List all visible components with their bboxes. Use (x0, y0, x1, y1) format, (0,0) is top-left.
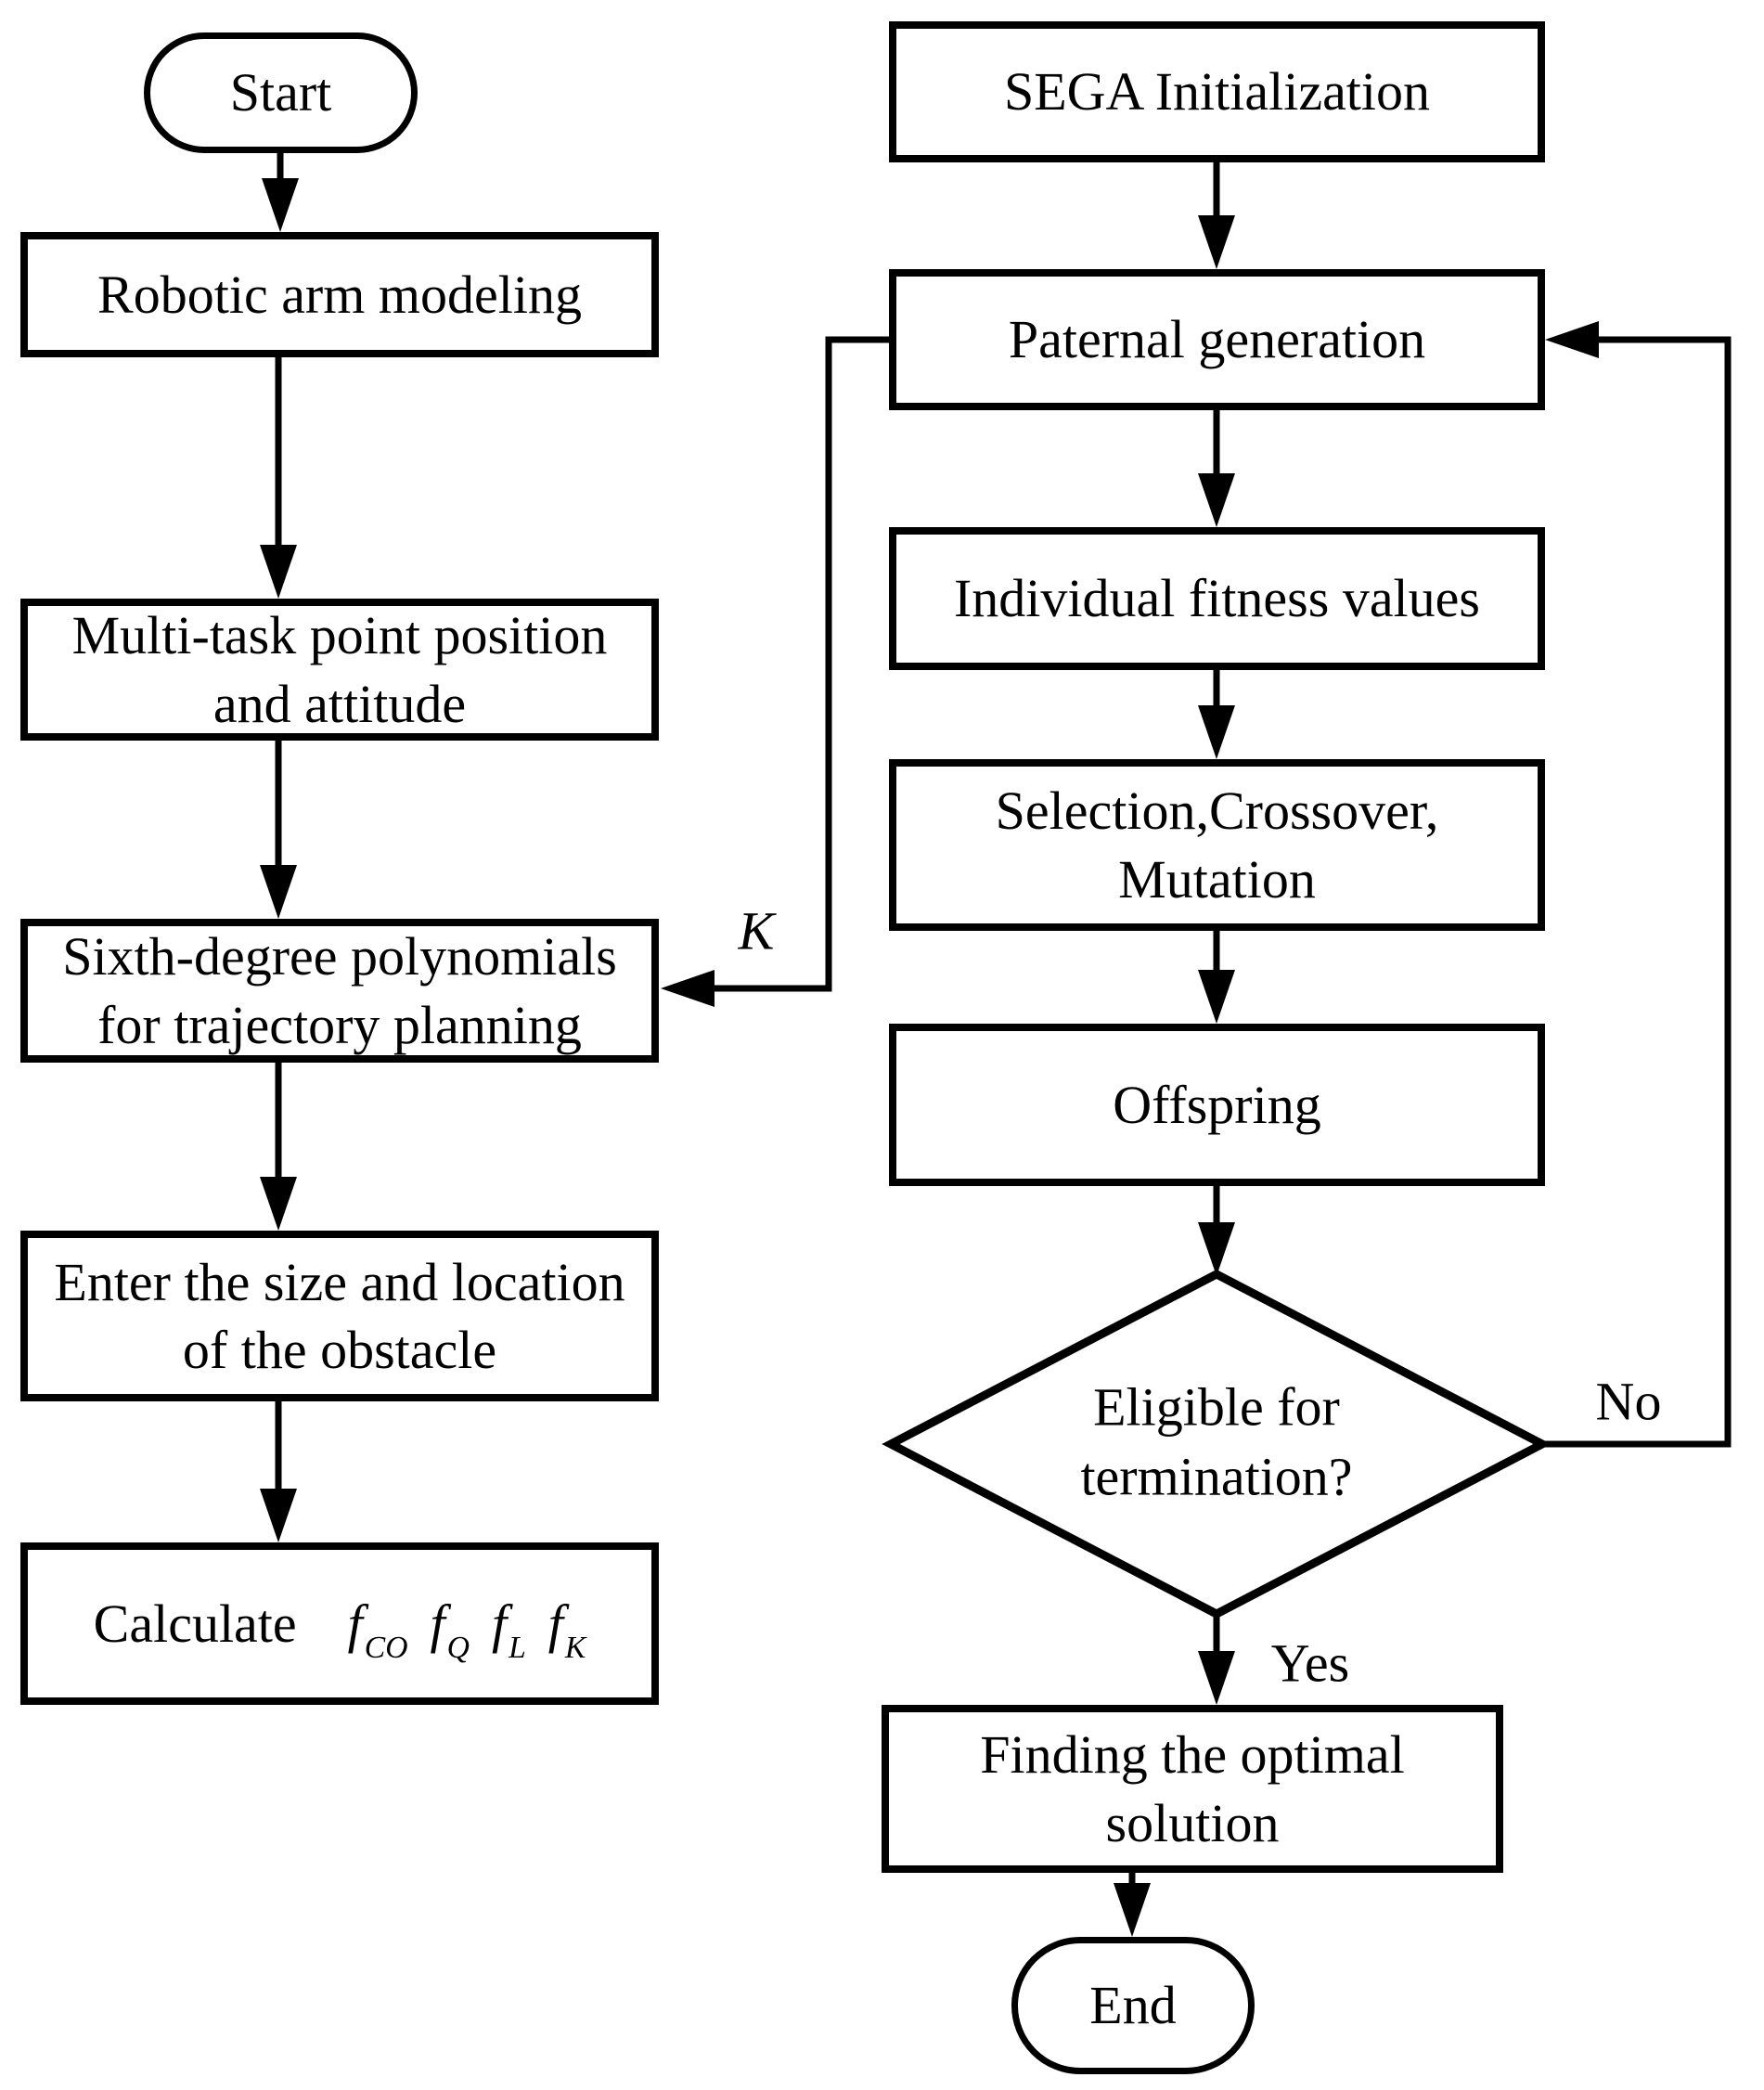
node-multitask-point-position: Multi-task point position and attitude (20, 599, 659, 741)
enter-label-line2: of the obstacle (182, 1320, 497, 1380)
node-selection-crossover-mutation: Selection,Crossover, Mutation (889, 759, 1545, 931)
node-end: End (1011, 1937, 1255, 2074)
decision-label-line1: Eligible for (1093, 1376, 1340, 1438)
objective-term-fq: fQ (430, 1593, 470, 1663)
selection-label-line2: Mutation (1118, 848, 1316, 910)
fitness-label: Individual fitness values (953, 568, 1480, 629)
arrowhead-finding-to-end (1114, 1883, 1151, 1937)
edge-label-yes: Yes (1270, 1632, 1350, 1694)
calculate-prefix: Calculate (93, 1593, 297, 1654)
arrowhead-decision-to-finding (1198, 1651, 1235, 1705)
term-sub: K (564, 1630, 586, 1665)
offspring-label: Offspring (1113, 1074, 1321, 1135)
arrowhead-no-feedback (1545, 321, 1599, 358)
objective-term-fl: fL (491, 1593, 526, 1663)
arrowhead-selection-to-offspring (1198, 970, 1235, 1024)
term-sub: CO (364, 1630, 408, 1665)
multitask-label-line2: and attitude (212, 673, 467, 734)
node-termination-decision-label: Eligible for termination? (1080, 1373, 1352, 1513)
arrowhead-multitask-to-sixth (260, 865, 297, 919)
arrowhead-offspring-to-decision (1198, 1222, 1235, 1276)
node-sixth-degree-polynomials: Sixth-degree polynomials for trajectory … (20, 919, 659, 1063)
arrowhead-sega-to-paternal (1198, 215, 1235, 269)
selection-label-line1: Selection,Crossover, (995, 781, 1439, 842)
arrowhead-start-to-robotic (262, 178, 299, 232)
sixth-label-line1: Sixth-degree polynomials (62, 926, 617, 987)
decision-label-line2: termination? (1080, 1447, 1353, 1507)
finding-label-line1: Finding the optimal (980, 1724, 1405, 1786)
decision-diamond (882, 1269, 1552, 1619)
finding-label-line2: solution (1105, 1792, 1280, 1853)
edge-label-k: K (738, 900, 775, 961)
arrowhead-sixth-to-enter (260, 1177, 297, 1231)
edge-k-feedback-line (715, 336, 889, 992)
edge-no-feedback-line (1542, 336, 1732, 1448)
node-enter-obstacle-size: Enter the size and location of the obsta… (20, 1231, 659, 1401)
end-label: End (1089, 1975, 1177, 2036)
arrowhead-enter-to-calculate (260, 1489, 297, 1542)
edge-label-no: No (1595, 1371, 1662, 1432)
arrowhead-paternal-to-fitness (1198, 473, 1235, 527)
node-individual-fitness-values: Individual fitness values (889, 527, 1545, 670)
node-paternal-generation: Paternal generation (889, 269, 1545, 410)
term-base: f (491, 1593, 508, 1654)
multitask-label-line1: Multi-task point position (71, 605, 608, 666)
term-base: f (547, 1593, 563, 1654)
start-label: Start (229, 62, 332, 123)
node-sega-initialization: SEGA Initialization (889, 21, 1545, 162)
objective-term-fk: fK (547, 1593, 586, 1663)
sega-label: SEGA Initialization (1003, 61, 1431, 123)
sixth-label-line2: for trajectory planning (97, 994, 582, 1055)
term-base: f (347, 1593, 363, 1654)
arrowhead-robotic-to-multitask (260, 545, 297, 599)
term-sub: Q (446, 1630, 470, 1665)
arrowhead-k-feedback (661, 970, 715, 1007)
node-robotic-arm-modeling: Robotic arm modeling (20, 232, 659, 357)
paternal-label: Paternal generation (1008, 309, 1426, 370)
term-base: f (430, 1593, 445, 1654)
robotic-label: Robotic arm modeling (97, 264, 582, 325)
node-start: Start (144, 32, 418, 153)
objective-term-fco: fCO (347, 1593, 408, 1663)
term-sub: L (509, 1630, 526, 1665)
enter-label-line1: Enter the size and location (54, 1251, 625, 1312)
node-offspring: Offspring (889, 1024, 1545, 1186)
arrowhead-fitness-to-selection (1198, 705, 1235, 759)
node-finding-optimal-solution: Finding the optimal solution (882, 1705, 1503, 1873)
